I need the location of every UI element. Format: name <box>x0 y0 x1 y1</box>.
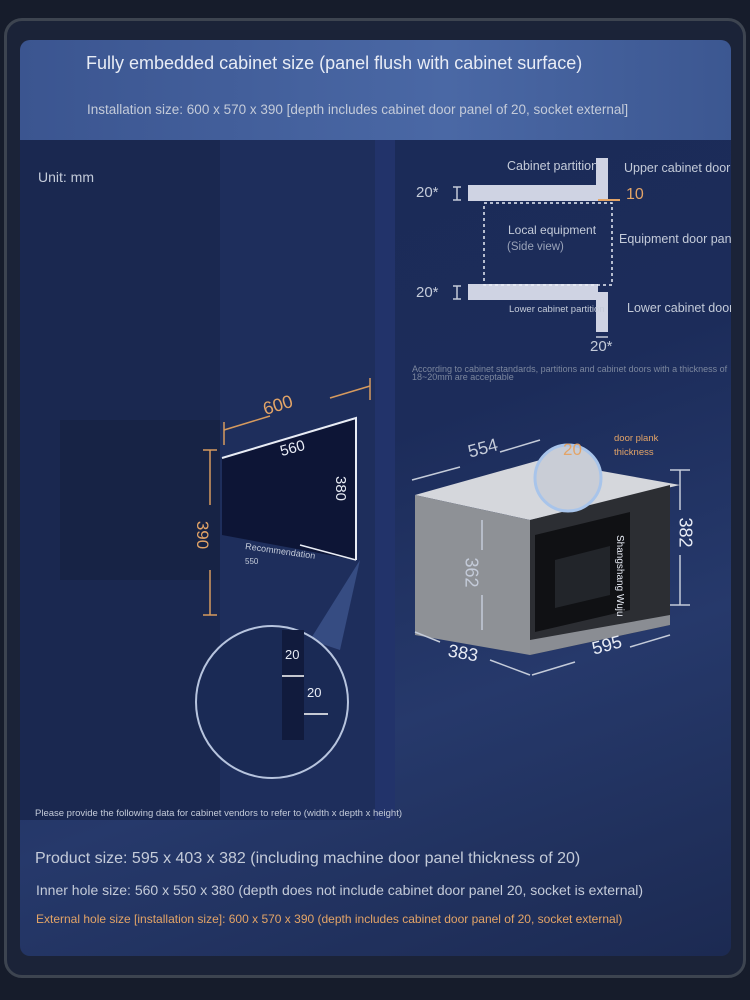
diagram-graphics <box>20 140 690 820</box>
label-lower-partition: Lower cabinet partition <box>509 304 605 315</box>
label-top-thickness: 20* <box>416 184 439 201</box>
lower-partition <box>468 284 598 300</box>
label-cabinet-partition: Cabinet partition <box>507 159 599 173</box>
microwave-window-inner <box>555 546 610 608</box>
page-subtitle: Installation size: 600 x 570 x 390 [dept… <box>87 102 629 117</box>
footer-note: Please provide the following data for ca… <box>35 808 403 819</box>
detail-magnifier <box>195 625 349 779</box>
dimension-600 <box>203 378 371 616</box>
side-view-note: According to cabinet standards, partitio… <box>412 364 728 382</box>
page-title: Fully embedded cabinet size (panel flush… <box>86 53 583 73</box>
dim-height-front: 382 <box>675 517 696 548</box>
microwave-side <box>415 495 530 655</box>
inner-hole-bottom <box>299 544 357 561</box>
door-plank-magnifier <box>533 443 603 513</box>
inner-hole-size: Inner hole size: 560 x 550 x 380 (depth … <box>36 882 644 898</box>
header-band <box>20 40 731 140</box>
cabinet-hole <box>222 418 356 560</box>
label-local-equipment: Local equipment <box>508 223 597 237</box>
lower-door <box>596 292 608 332</box>
upper-door <box>596 158 608 200</box>
equipment-outline <box>483 202 613 286</box>
microwave-dimensions <box>411 439 690 676</box>
detail-dim-b: 20 <box>307 685 322 700</box>
external-hole-size: External hole size [installation size]: … <box>36 912 623 926</box>
detail-dim-a: 20 <box>285 647 300 662</box>
cabinet-shelf <box>60 420 220 580</box>
cabinet-edge <box>375 140 395 820</box>
unit-label: Unit: mm <box>38 169 94 185</box>
label-door-plank: door plank thickness <box>614 433 659 458</box>
dim-height-side: 362 <box>461 557 482 588</box>
product-size: Product size: 595 x 403 x 382 (including… <box>35 850 581 867</box>
label-recommendation-value: 550 <box>245 557 259 566</box>
upper-partition <box>468 185 598 201</box>
inner-hole-outline <box>221 416 357 560</box>
label-lower-cabinet-door: Lower cabinet door <box>627 301 731 315</box>
label-bottom-thickness: 20* <box>416 284 439 301</box>
detail-panel <box>282 630 304 740</box>
label-equipment-door-panel: Equipment door panel <box>619 232 731 246</box>
label-upper-cabinet-door: Upper cabinet door <box>624 161 731 175</box>
microwave-display-text: Shangshang Wuju <box>614 535 625 617</box>
dim-outer-height: 390 <box>193 520 213 550</box>
label-gap: 10 <box>626 186 644 203</box>
magnifier-pointer <box>310 560 360 650</box>
dim-door-plank: 20 <box>563 440 582 459</box>
dim-inner-height: 380 <box>332 475 350 502</box>
label-side-view: (Side view) <box>507 241 564 253</box>
label-door-thickness: 20* <box>590 338 613 355</box>
infographic-panel: Fully embedded cabinet size (panel flush… <box>20 40 731 956</box>
